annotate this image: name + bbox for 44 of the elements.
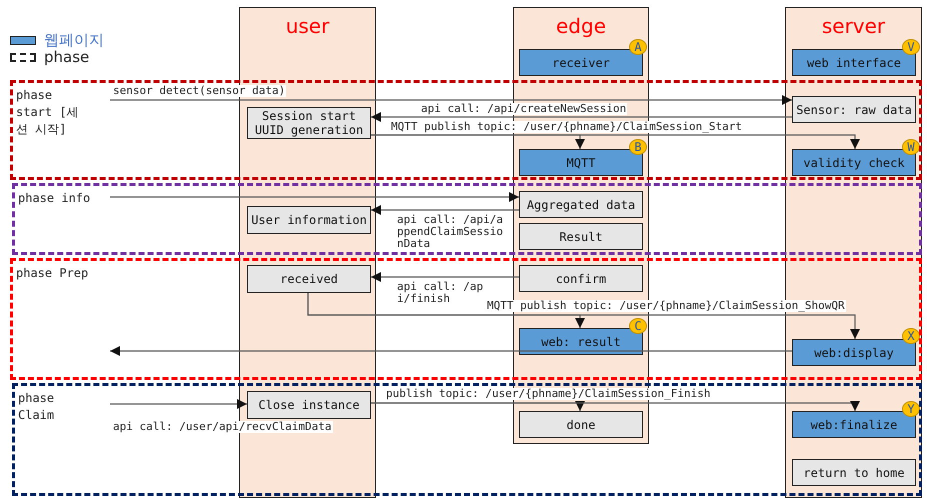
process-box: confirm (519, 265, 643, 292)
process-box: Sensor: raw data (792, 96, 916, 123)
letter-badge: A (629, 39, 647, 55)
edge-label: api call: /user/api/recvClaimData (112, 421, 333, 433)
process-box: Aggregated data (519, 191, 643, 218)
lane-title: server (820, 14, 886, 38)
arrow (110, 192, 519, 202)
legend-label: 웹페이지 (44, 31, 104, 49)
legend-label: phase (44, 48, 90, 66)
phase-label: phase start [세션 시작] (16, 87, 80, 138)
arrow (371, 205, 519, 215)
edge-label: api call: /api/createNewSession (420, 103, 628, 115)
letter-badge: V (902, 39, 920, 55)
arrow (110, 346, 792, 356)
process-box: User information (247, 206, 371, 234)
process-box: return to home (792, 459, 916, 486)
process-box: Result (519, 223, 643, 250)
webpage-box: web:finalize (792, 411, 916, 438)
process-box: Close instance (247, 391, 371, 419)
arrow (371, 401, 860, 411)
arrow (110, 95, 792, 105)
edge-label: MQTT publish topic: /user/{phname}/ClaimSession_Start (390, 121, 743, 133)
letter-badge: C (629, 318, 647, 334)
process-box: done (519, 411, 643, 438)
edge-label: MQTT publish topic: /user/{phname}/ClaimSession_ShowQR (486, 300, 846, 312)
arrow (371, 272, 519, 282)
arrow (371, 112, 792, 122)
letter-badge: W (902, 139, 920, 155)
lane-title: user (284, 14, 330, 38)
lane-title: edge (555, 14, 607, 38)
letter-badge: B (629, 139, 647, 155)
edge-label: publish topic: /user/{phname}/ClaimSession_Finish (385, 388, 712, 400)
phase-label: phase Claim (18, 390, 56, 424)
webpage-box: web:display (792, 339, 916, 366)
letter-badge: X (902, 328, 920, 344)
process-box: Session start UUID generation (247, 107, 371, 139)
letter-badge: Y (902, 401, 920, 417)
arrow (110, 399, 247, 409)
process-box: received (247, 265, 371, 293)
edge-label: sensor detect(sensor data) (112, 85, 286, 97)
arrow (307, 293, 860, 339)
phase-label: phase Prep (16, 265, 90, 282)
arrow (371, 134, 860, 149)
phase-label: phase info (18, 190, 92, 207)
